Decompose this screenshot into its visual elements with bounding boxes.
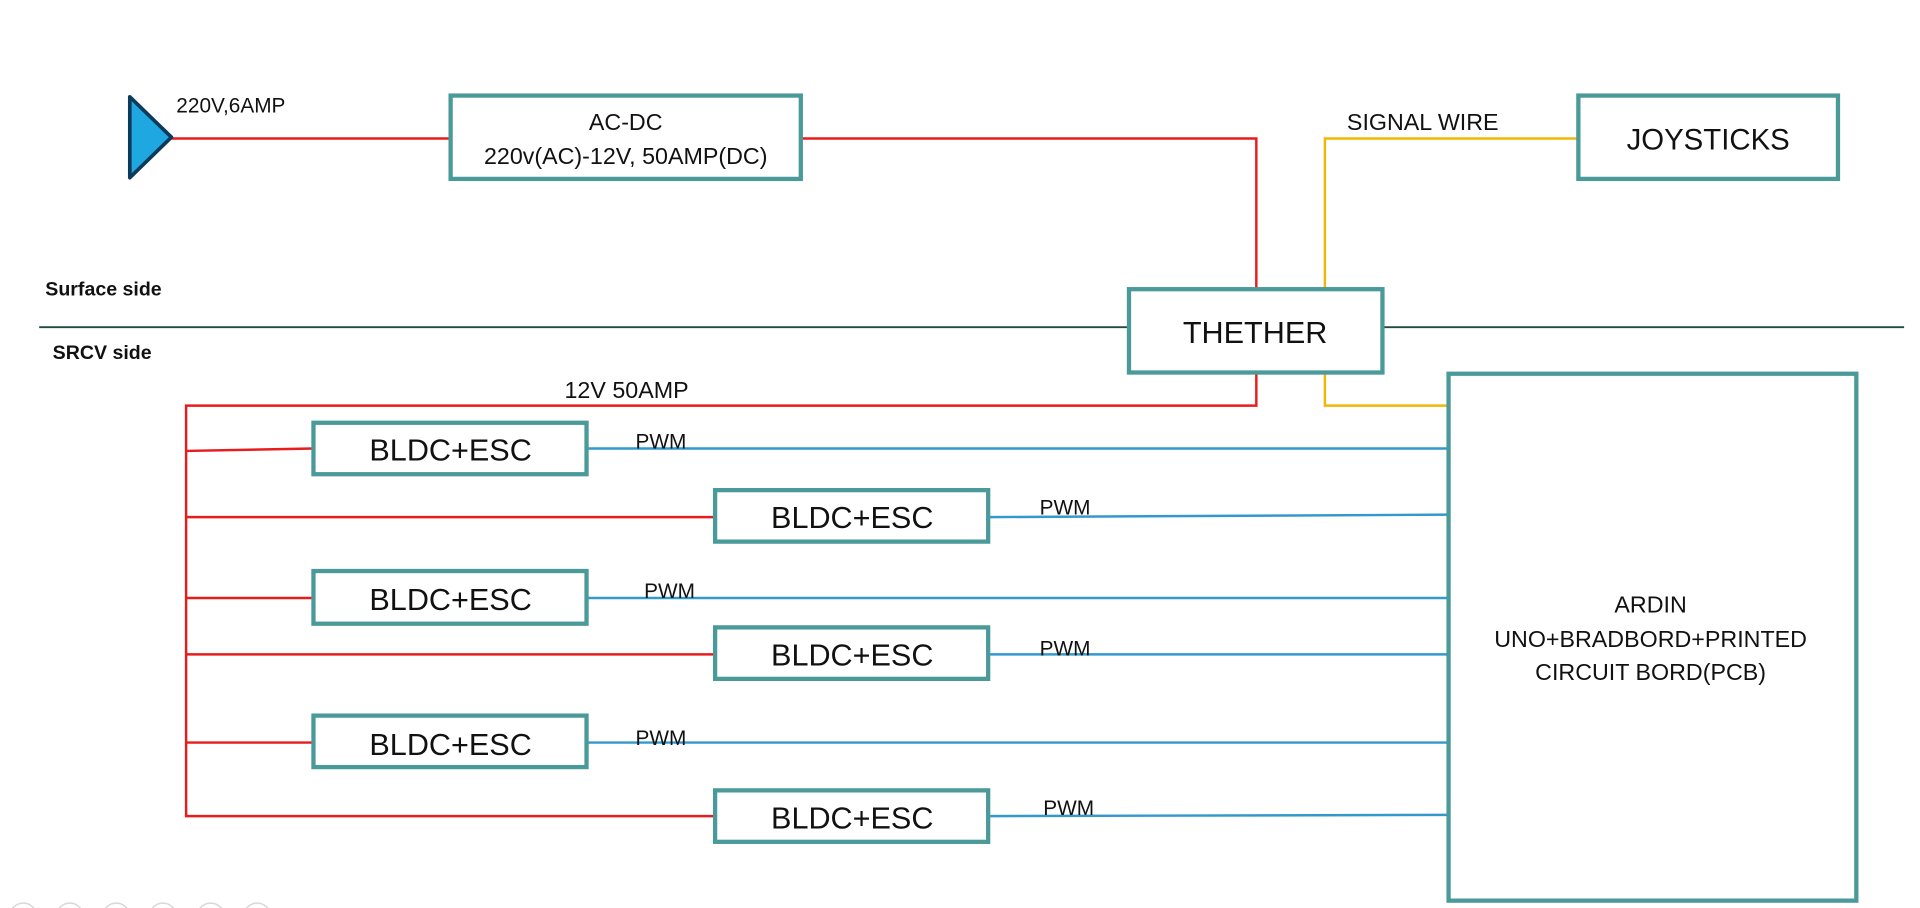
motor-label: BLDC+ESC [771, 801, 933, 835]
pwm-label: PWM [636, 430, 687, 453]
nav-circle-icon[interactable] [56, 902, 83, 908]
source-label: 220V,6AMP [176, 95, 285, 118]
motor-label: BLDC+ESC [771, 638, 933, 672]
motor-label: BLDC+ESC [369, 434, 531, 468]
motor-label: BLDC+ESC [771, 501, 933, 535]
pwm-label: PWM [1043, 797, 1094, 820]
motor-block: BLDC+ESC [712, 488, 991, 544]
pwm-label: PWM [1040, 638, 1091, 661]
pwm-label: PWM [644, 580, 695, 603]
controller-line-1: ARDIN [1614, 592, 1686, 618]
acdc-spec: 220v(AC)-12V, 50AMP(DC) [484, 143, 768, 169]
controller-line-2: UNO+BRADBORD+PRINTED [1494, 626, 1807, 652]
srcv-side-label: SRCV side [53, 342, 152, 364]
signal-wires [1323, 137, 1579, 407]
slide-nav-controls [10, 902, 271, 908]
motor-block: BLDC+ESC [712, 788, 991, 844]
surface-side-label: Surface side [45, 278, 162, 300]
tether-block: THETHER [1126, 287, 1385, 375]
motor-label: BLDC+ESC [369, 583, 531, 617]
nav-circle-icon[interactable] [10, 902, 37, 908]
joysticks-label: JOYSTICKS [1627, 123, 1790, 156]
signal-wire-label: SIGNAL WIRE [1347, 109, 1499, 135]
pwm-label: PWM [636, 727, 687, 750]
pwm-label: PWM [1040, 497, 1091, 520]
acdc-title: AC-DC [589, 109, 663, 135]
play-triangle-icon [127, 94, 174, 180]
bus-label: 12V 50AMP [564, 377, 688, 403]
tether-label: THETHER [1183, 316, 1327, 350]
motor-block: BLDC+ESC [311, 420, 589, 477]
nav-circle-icon[interactable] [244, 902, 271, 908]
nav-circle-icon[interactable] [197, 902, 224, 908]
controller-block: ARDIN UNO+BRADBORD+PRINTED CIRCUIT BORD(… [1446, 371, 1859, 903]
nav-circle-icon[interactable] [103, 902, 130, 908]
pwm-wires [587, 447, 1449, 818]
nav-circle-icon[interactable] [149, 902, 176, 908]
motor-label: BLDC+ESC [369, 728, 531, 762]
motor-block: BLDC+ESC [712, 625, 991, 681]
acdc-block: AC-DC 220v(AC)-12V, 50AMP(DC) [448, 93, 803, 182]
motor-block: BLDC+ESC [311, 713, 589, 770]
power-wires [171, 137, 1258, 818]
motor-block: BLDC+ESC [311, 568, 589, 626]
controller-line-3: CIRCUIT BORD(PCB) [1535, 659, 1766, 685]
joysticks-block: JOYSTICKS [1576, 93, 1841, 182]
